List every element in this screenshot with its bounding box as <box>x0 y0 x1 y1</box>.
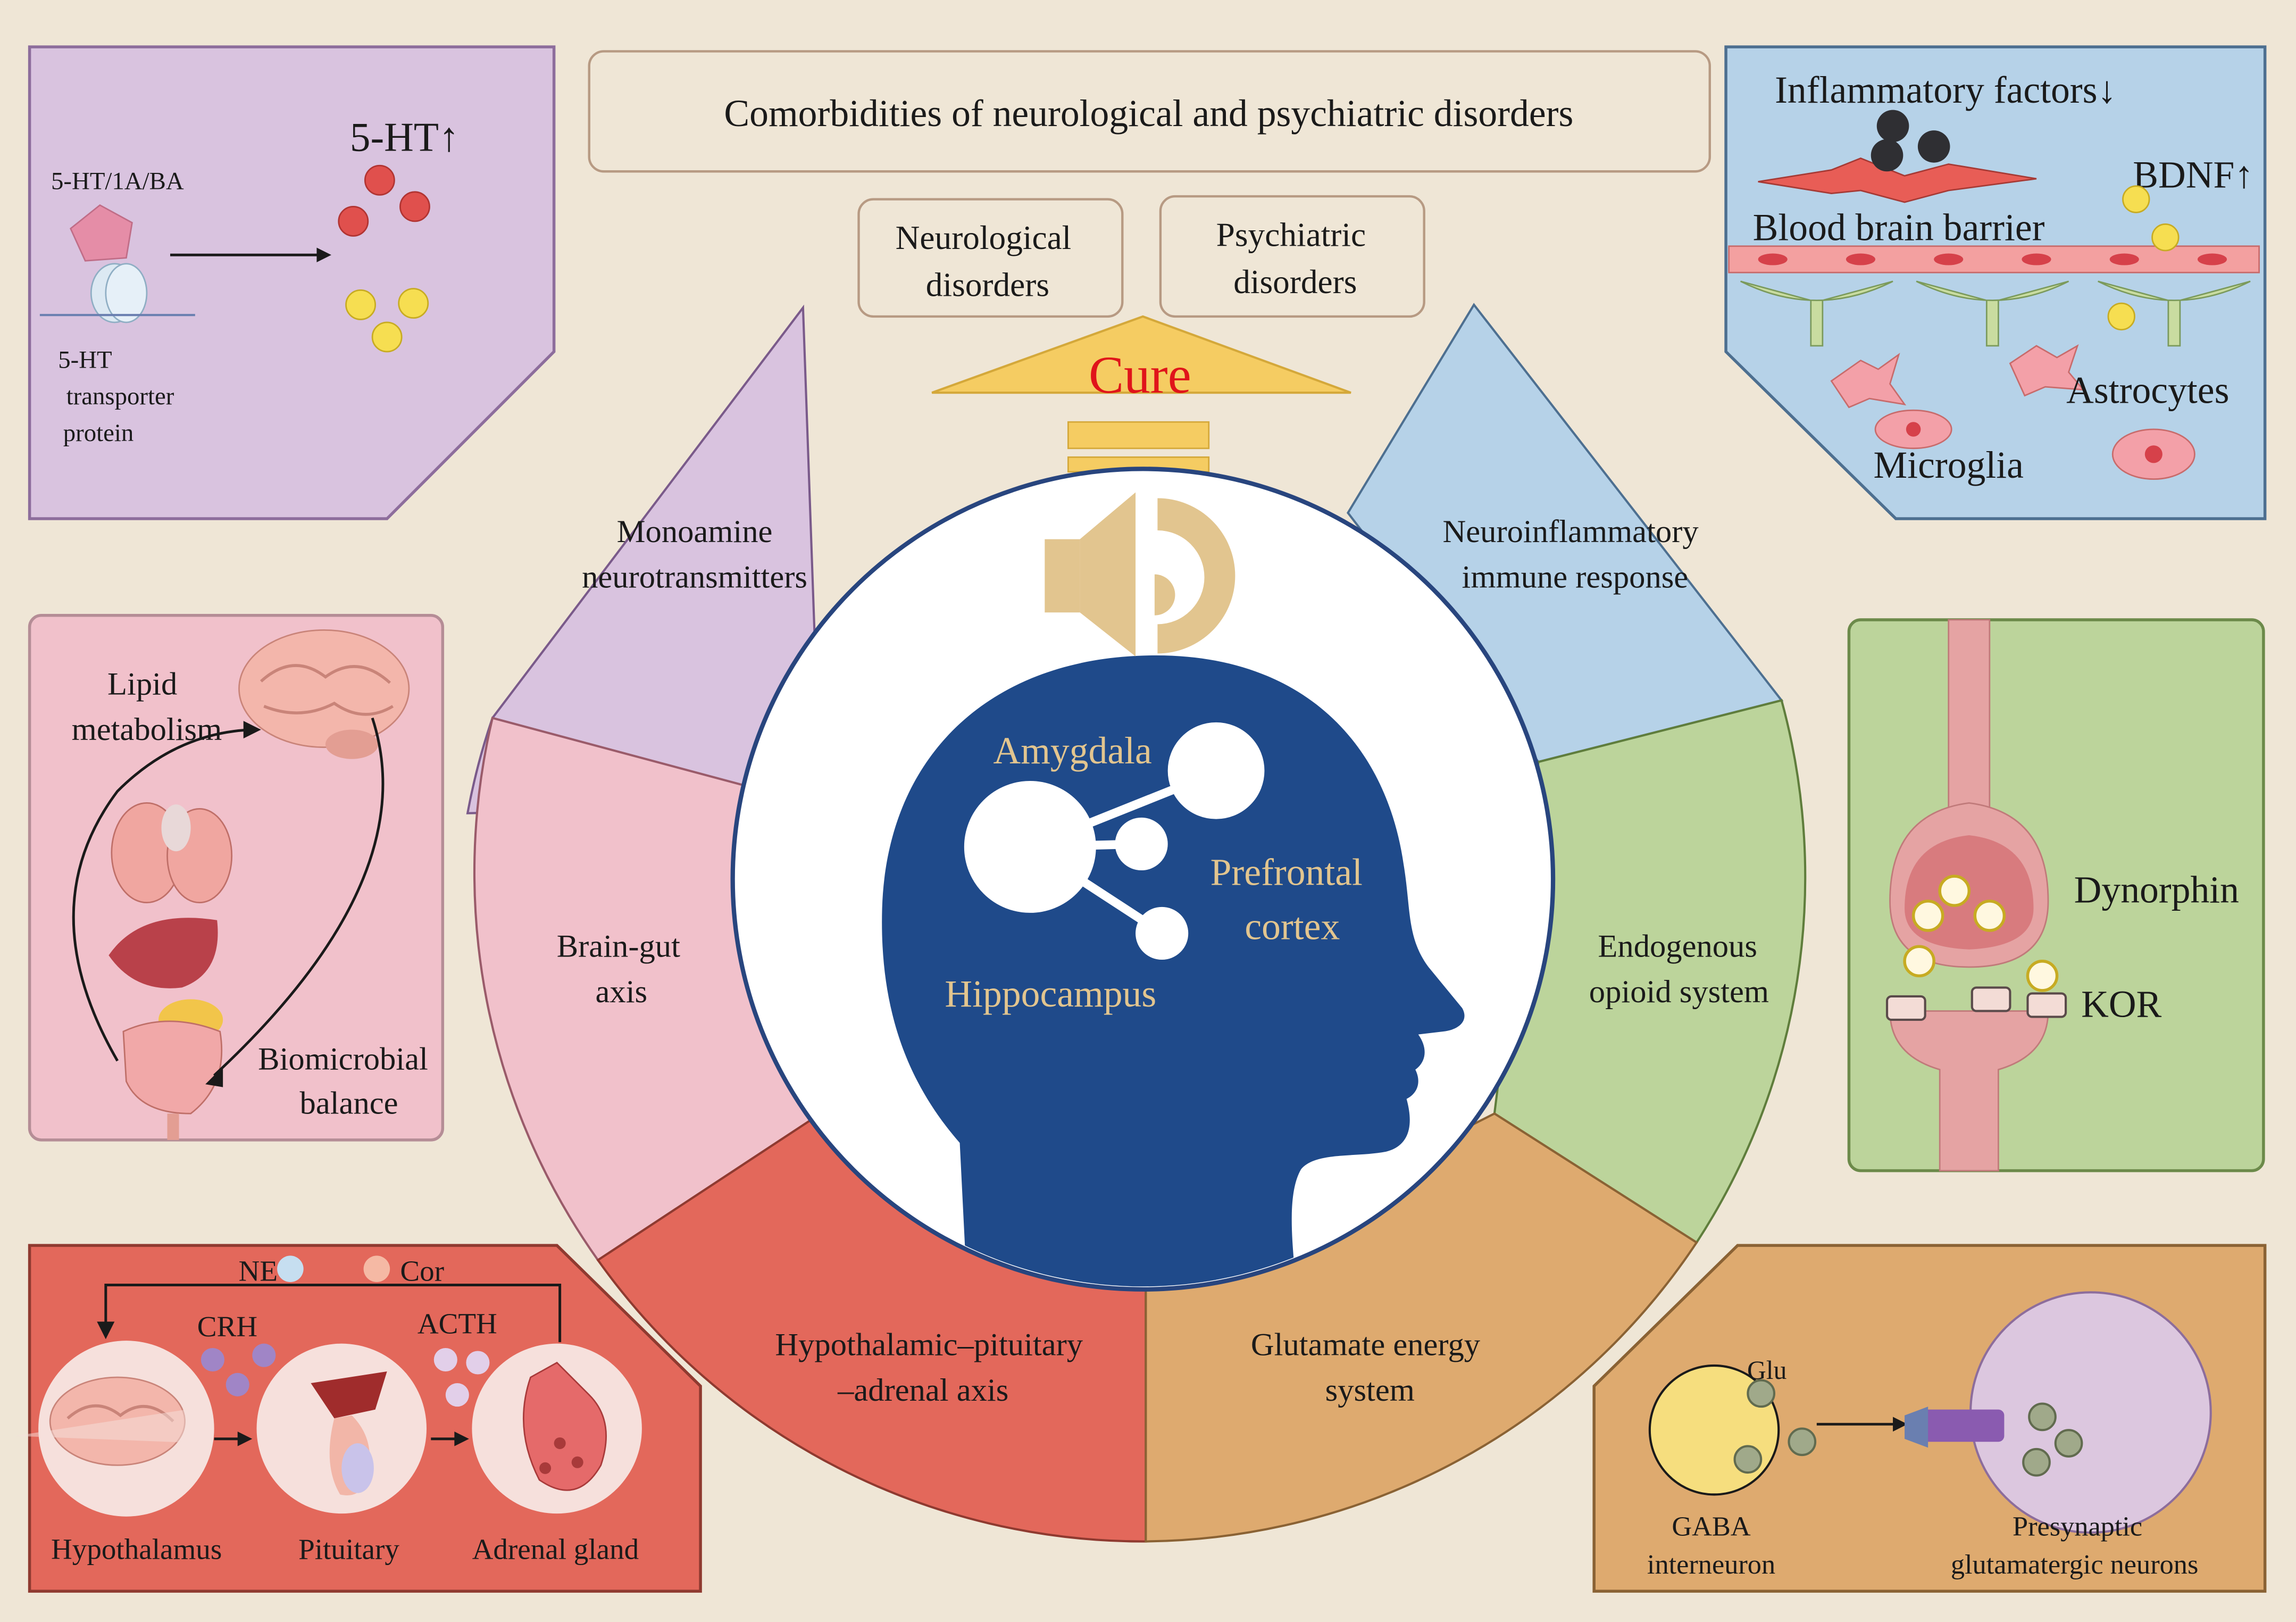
receptor-label: 5-HT/1A/BA <box>51 167 184 195</box>
hypothalamus-brain-icon <box>15 1376 206 1466</box>
kor-receptors <box>1885 986 2067 1021</box>
digestive-organs-icon <box>108 802 233 1140</box>
hippocampus-label: Hippocampus <box>945 973 1156 1015</box>
panel-serotonin: 5-HT/1A/BA 5-HT transporter protein 5-HT… <box>28 45 556 520</box>
glu-label: Glu <box>1747 1355 1786 1385</box>
crh-label: CRH <box>197 1310 257 1343</box>
arrow-head <box>316 247 331 263</box>
pituitary-label: Pituitary <box>298 1533 399 1566</box>
inflammatory-factors-label: Inflammatory factors↓ <box>1775 69 2116 111</box>
transporter-icon <box>39 263 195 323</box>
inflammatory-cells <box>1871 110 1950 172</box>
speaker-icon <box>1045 492 1235 656</box>
psychiatric-box <box>1159 195 1425 318</box>
kor-label: KOR <box>2081 983 2161 1025</box>
amygdala-label: Amygdala <box>993 730 1152 772</box>
ne-molecule <box>277 1255 304 1283</box>
segment-label-hpa: Hypothalamic–pituitary–adrenal axis <box>775 1327 1083 1408</box>
brain-icon <box>238 629 410 759</box>
glial-cells <box>1830 344 2195 480</box>
bbb-damage-icon <box>1758 157 2037 203</box>
glu-molecules <box>1733 1379 2083 1477</box>
microglia-label: Microglia <box>1874 444 2024 486</box>
psychiatric-label: Psychiatric disorders <box>1216 217 1374 301</box>
brain-to-gut-arrow <box>213 717 385 1077</box>
ne-label: NE <box>239 1254 278 1287</box>
panel-opioid: Dynorphin KOR <box>1847 618 2265 1172</box>
neurological-label: Neurological disorders <box>896 219 1080 303</box>
title-box <box>588 50 1711 173</box>
bdnf-molecules <box>2107 185 2180 331</box>
segment-endogenous-opioid[interactable] <box>1493 699 1807 1244</box>
serotonin-up-label: 5-HT↑ <box>350 114 460 160</box>
astrocytes-label: Astrocytes <box>2066 369 2229 411</box>
acth-molecules <box>433 1347 490 1407</box>
transporter-label: 5-HT transporter protein <box>58 346 180 447</box>
feedback-arrow <box>104 1284 562 1342</box>
gut-to-brain-arrow <box>72 728 253 1062</box>
cor-label: Cor <box>400 1254 444 1287</box>
neurological-box <box>857 198 1124 318</box>
cure-label: Cure <box>1089 346 1191 404</box>
panel-inflammation: Inflammatory factors↓ Blood brain barrie… <box>1724 45 2267 520</box>
hypothalamus-label: Hypothalamus <box>51 1533 222 1566</box>
cor-molecule <box>363 1255 390 1283</box>
acth-label: ACTH <box>418 1307 497 1340</box>
crh-molecules <box>201 1343 276 1396</box>
adrenal-icon <box>522 1361 607 1491</box>
glutamate-receptor-icon <box>1905 1407 2005 1448</box>
dynorphin-label: Dynorphin <box>2074 869 2239 911</box>
brain-network-icon <box>964 722 1265 960</box>
pituitary-icon <box>311 1371 387 1495</box>
astrocyte-endfeet <box>1740 280 2251 347</box>
cure-arrow <box>931 315 1351 473</box>
dynorphin-vesicles <box>1903 875 2059 992</box>
presynaptic-neuron <box>1969 1291 2212 1534</box>
adrenal-label: Adrenal gland <box>472 1533 639 1566</box>
panel-hpa: NE Cor CRH ACTH <box>15 1244 702 1593</box>
bdnf-label: BDNF↑ <box>2133 154 2253 196</box>
bbb-label: Blood brain barrier <box>1753 207 2045 249</box>
endothelium-row <box>1728 245 2260 273</box>
receptor-icon <box>70 204 133 262</box>
diagram-title: Comorbidities of neurological and psychi… <box>724 93 1573 135</box>
serotonin-molecules <box>338 164 430 353</box>
